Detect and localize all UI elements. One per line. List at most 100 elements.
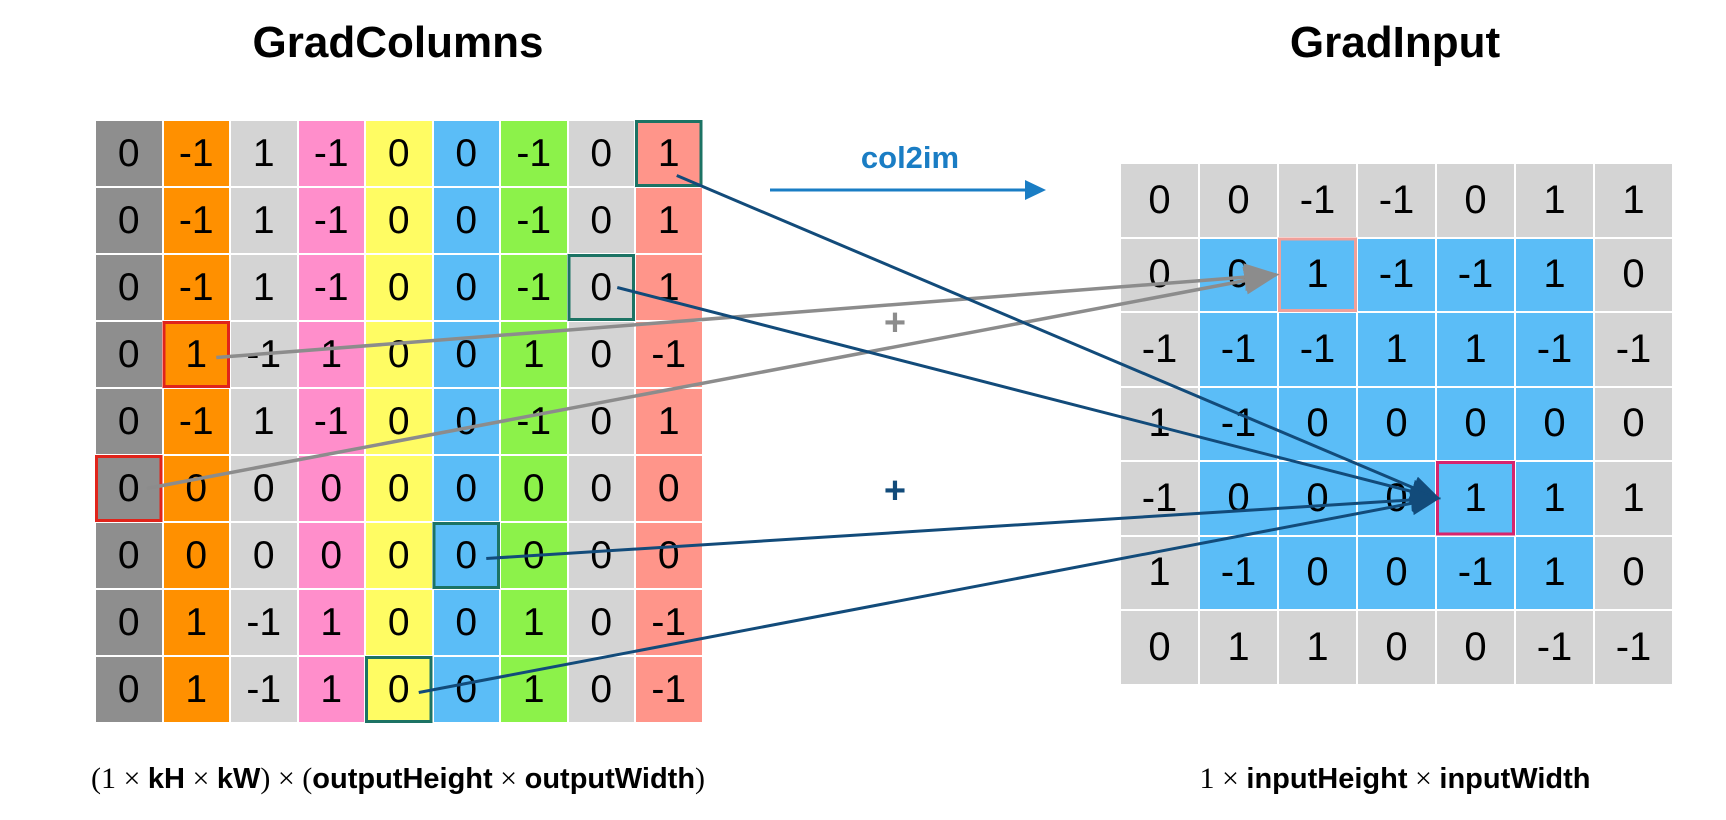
- grad-columns-cell: 0: [95, 254, 163, 321]
- grad-input-cell: -1: [1515, 610, 1594, 685]
- grad-input-cell: 0: [1120, 163, 1199, 238]
- grad-columns-cell: 1: [635, 187, 703, 254]
- formula-times: ×: [184, 762, 217, 795]
- grad-input-cell: 1: [1515, 461, 1594, 536]
- grad-columns-cell: 0: [365, 321, 433, 388]
- grad-input-cell: 0: [1515, 386, 1594, 461]
- grad-input-cell: 0: [1278, 535, 1357, 610]
- grad-columns-cell: 0: [432, 254, 500, 321]
- grad-columns-cell: 0: [500, 455, 568, 522]
- arrow-blue: [616, 286, 1441, 504]
- grad-input-cell: 0: [1436, 386, 1515, 461]
- grad-columns-cell: 0: [95, 388, 163, 455]
- grad-columns-cell: 0: [297, 522, 365, 589]
- arrow-blue: [486, 487, 1441, 560]
- grad-columns-cell: 1: [162, 589, 230, 656]
- plus-sign-blue: +: [883, 470, 907, 512]
- grad-columns-cell: 0: [432, 187, 500, 254]
- grad-columns-cell: 0: [567, 589, 635, 656]
- grad-columns-cell: 0: [95, 522, 163, 589]
- grad-columns-cell: 0: [365, 388, 433, 455]
- formula-kh: kH: [147, 763, 185, 795]
- grad-columns-cell: 1: [635, 388, 703, 455]
- grad-columns-cell: 0: [567, 187, 635, 254]
- grad-input-cell: 0: [1594, 386, 1673, 461]
- grad-columns-cell: 0: [432, 455, 500, 522]
- grad-columns-cell: 0: [365, 120, 433, 187]
- grad-columns-cell: -1: [297, 187, 365, 254]
- grad-columns-cell: -1: [162, 120, 230, 187]
- grad-columns-cell: 1: [297, 656, 365, 723]
- grad-input-cell: -1: [1436, 237, 1515, 312]
- grad-columns-cell: 1: [162, 656, 230, 723]
- formula-output-width: outputWidth: [524, 763, 696, 795]
- grad-columns-cell: 0: [432, 120, 500, 187]
- grad-columns-cell: 0: [95, 589, 163, 656]
- plus-sign-gray: +: [883, 302, 907, 344]
- arrow-gray: [146, 266, 1280, 491]
- grad-input-cell: -1: [1357, 163, 1436, 238]
- grad-input-cell: -1: [1278, 312, 1357, 387]
- grad-columns-cell: 1: [297, 589, 365, 656]
- grad-input-cell: 1: [1278, 237, 1357, 312]
- grad-columns-cell: 0: [95, 656, 163, 723]
- grad-input-cell: -1: [1436, 535, 1515, 610]
- grad-columns-cell: -1: [500, 388, 568, 455]
- formula-mid: ) × (: [260, 762, 313, 795]
- grad-columns-cell: 1: [230, 254, 298, 321]
- grad-columns-cell: 1: [230, 120, 298, 187]
- formula-close: ): [695, 762, 706, 795]
- grad-input-cell: 0: [1357, 535, 1436, 610]
- grad-columns-shape-formula: (1 × kH × kW) × (outputHeight × outputWi…: [91, 762, 705, 796]
- col2im-label: col2im: [860, 140, 960, 175]
- grad-columns-cell: -1: [297, 254, 365, 321]
- grad-columns-cell: -1: [635, 656, 703, 723]
- grad-input-cell: 1: [1436, 312, 1515, 387]
- grad-columns-cell: -1: [500, 187, 568, 254]
- grad-input-cell: 1: [1515, 237, 1594, 312]
- grad-columns-cell: 0: [567, 522, 635, 589]
- highlight-box-teal: [567, 254, 635, 321]
- grad-columns-cell: 0: [162, 522, 230, 589]
- grad-input-cell: -1: [1199, 312, 1278, 387]
- formula-input-height: inputHeight: [1246, 763, 1408, 795]
- grad-input-cell: -1: [1515, 312, 1594, 387]
- grad-columns-cell: 0: [162, 455, 230, 522]
- grad-input-cell: 1: [1515, 535, 1594, 610]
- grad-columns-cell: 1: [230, 187, 298, 254]
- grad-columns-cell: 1: [297, 321, 365, 388]
- grad-columns-cell: 0: [432, 589, 500, 656]
- grad-input-cell: 0: [1594, 535, 1673, 610]
- formula-kw: kW: [216, 763, 261, 795]
- grad-input-cell: 1: [1278, 610, 1357, 685]
- col2im-arrow-head: [1025, 180, 1046, 200]
- formula-output-height: outputHeight: [312, 763, 493, 795]
- grad-columns-cell: 1: [500, 589, 568, 656]
- highlight-box-teal: [635, 120, 703, 187]
- grad-columns-cell: 0: [95, 187, 163, 254]
- grad-input-cell: 1: [1594, 163, 1673, 238]
- grad-input-cell: 0: [1357, 386, 1436, 461]
- grad-input-cell: 1: [1120, 386, 1199, 461]
- grad-columns-cell: 0: [297, 455, 365, 522]
- grad-columns-cell: 0: [95, 321, 163, 388]
- grad-columns-cell: 0: [365, 589, 433, 656]
- grad-input-title: GradInput: [1289, 18, 1501, 67]
- grad-columns-title: GradColumns: [252, 18, 544, 67]
- grad-columns-cell: -1: [162, 388, 230, 455]
- formula-open: (1 ×: [90, 762, 148, 795]
- grad-columns-cell: 1: [230, 388, 298, 455]
- grad-columns-cell: -1: [500, 120, 568, 187]
- formula-times: ×: [1407, 762, 1440, 795]
- grad-input-cell: -1: [1357, 237, 1436, 312]
- highlight-box-red: [95, 455, 163, 522]
- grad-columns-cell: 0: [365, 254, 433, 321]
- grad-columns-cell: 0: [567, 455, 635, 522]
- grad-columns-cell: 0: [365, 455, 433, 522]
- grad-columns-cell: -1: [230, 589, 298, 656]
- grad-input-cell: -1: [1199, 535, 1278, 610]
- grad-columns-cell: 0: [567, 656, 635, 723]
- grad-columns-cell: 0: [365, 187, 433, 254]
- grad-input-cell: -1: [1278, 163, 1357, 238]
